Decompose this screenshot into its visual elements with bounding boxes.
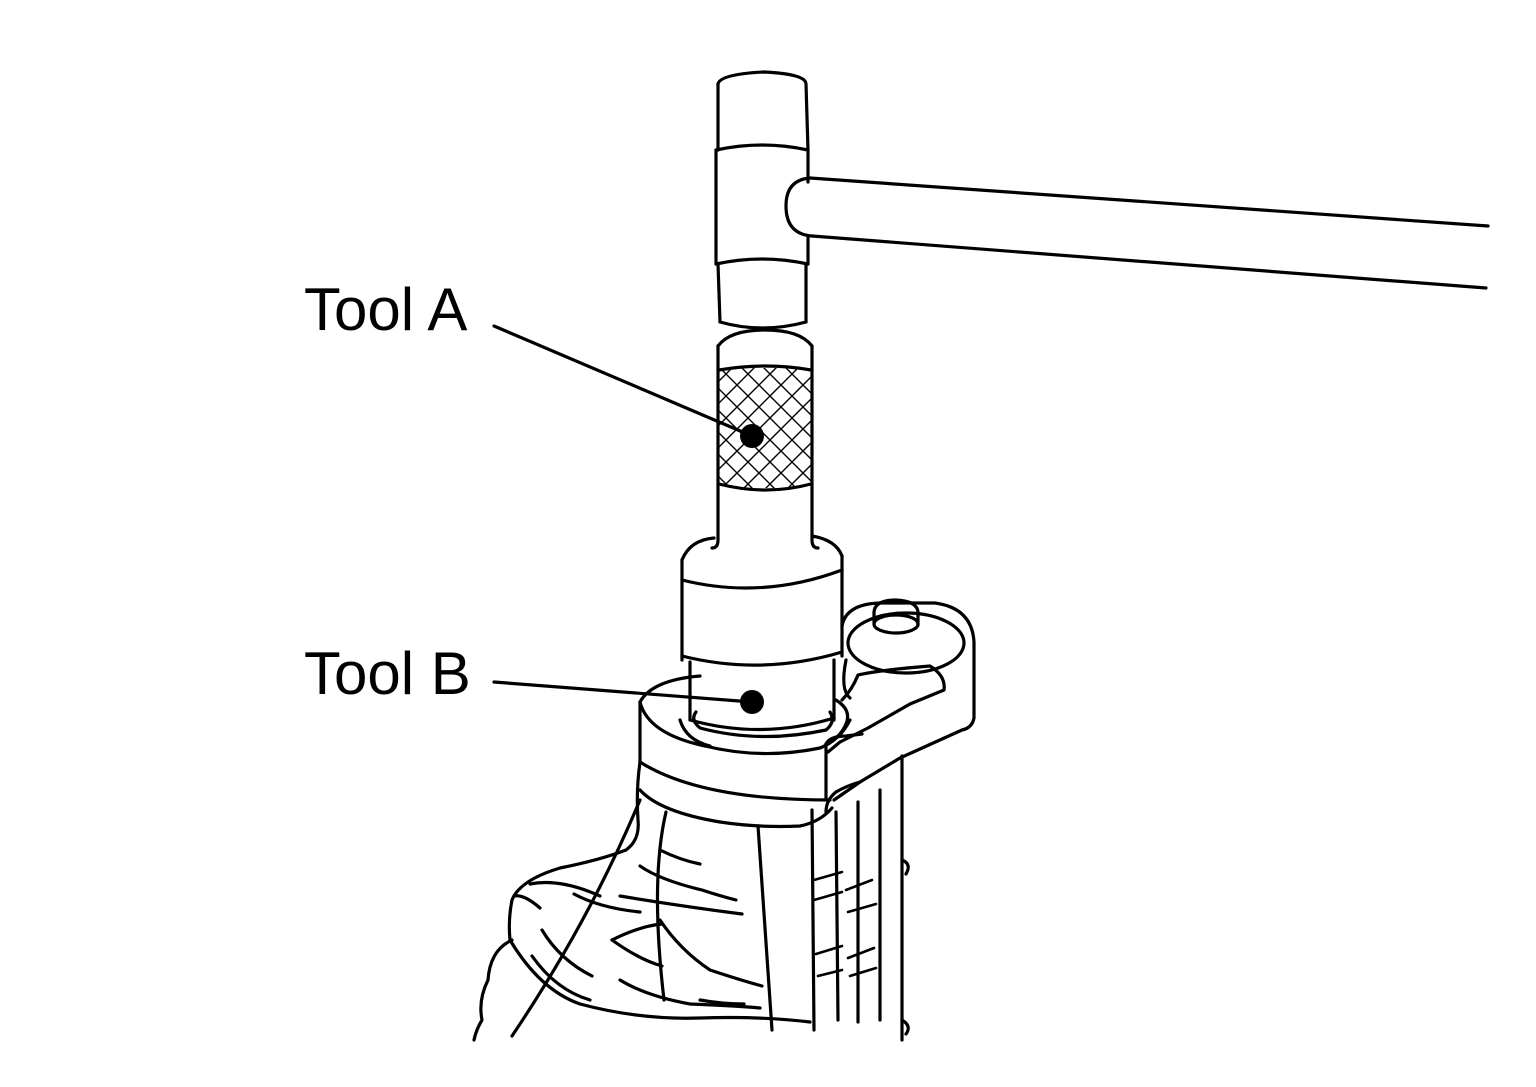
callout-label-tool-b: Tool B bbox=[304, 640, 471, 707]
transmission-housing bbox=[472, 598, 976, 1042]
callout-tool-b: Tool B bbox=[304, 640, 764, 714]
hammer bbox=[714, 70, 1490, 330]
tool-a-drift bbox=[710, 328, 820, 550]
callout-label-tool-a: Tool A bbox=[304, 276, 467, 343]
leader-line-tool-a bbox=[492, 324, 754, 438]
callout-tool-a: Tool A bbox=[304, 276, 764, 448]
tool-b-driver bbox=[680, 534, 844, 732]
leader-line-tool-b bbox=[492, 680, 754, 704]
leader-dot-tool-a bbox=[740, 424, 764, 448]
leader-dot-tool-b bbox=[740, 690, 764, 714]
